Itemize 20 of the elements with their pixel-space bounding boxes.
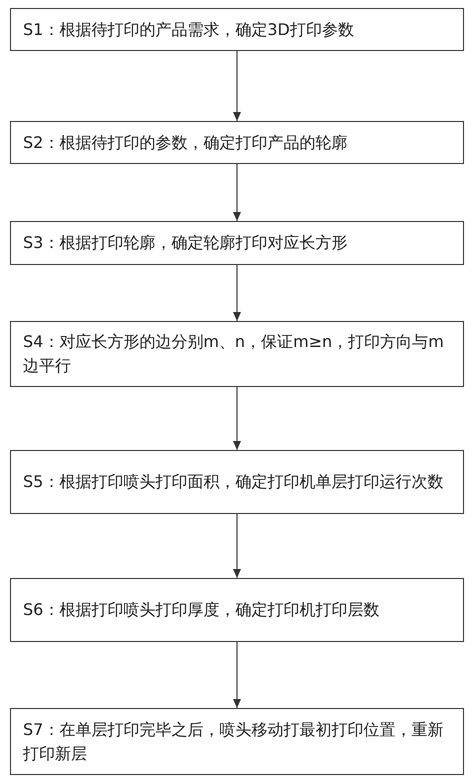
process-box <box>10 708 464 775</box>
arrow <box>233 50 241 122</box>
process-box <box>10 450 464 514</box>
arrow <box>233 514 241 578</box>
arrow <box>233 642 241 708</box>
step-text: S7：在单层打印完毕之后，喷头移动打最初打印位置，重新打印新层 <box>23 718 444 764</box>
step-text: S6：根据打印喷头打印厚度，确定打印机打印层数 <box>23 599 380 621</box>
step-text: S1：根据待打印的产品需求，确定3D打印参数 <box>23 18 355 40</box>
process-box <box>10 578 464 642</box>
step-text: S3：根据打印轮廓，确定轮廓打印对应长方形 <box>23 232 348 254</box>
arrow <box>233 386 241 450</box>
process-box <box>10 221 464 265</box>
arrow <box>233 164 241 222</box>
process-box <box>10 321 464 387</box>
step-text: S4：对应长方形的边分别m、n，保证m≥n，打印方向与m边平行 <box>23 331 445 377</box>
arrow <box>233 264 241 322</box>
step-text: S2：根据待打印的参数，确定打印产品的轮廓 <box>23 132 348 154</box>
step-text: S5：根据打印喷头打印面积，确定打印机单层打印运行次数 <box>23 471 444 493</box>
process-box <box>10 121 464 164</box>
process-box <box>10 8 464 51</box>
